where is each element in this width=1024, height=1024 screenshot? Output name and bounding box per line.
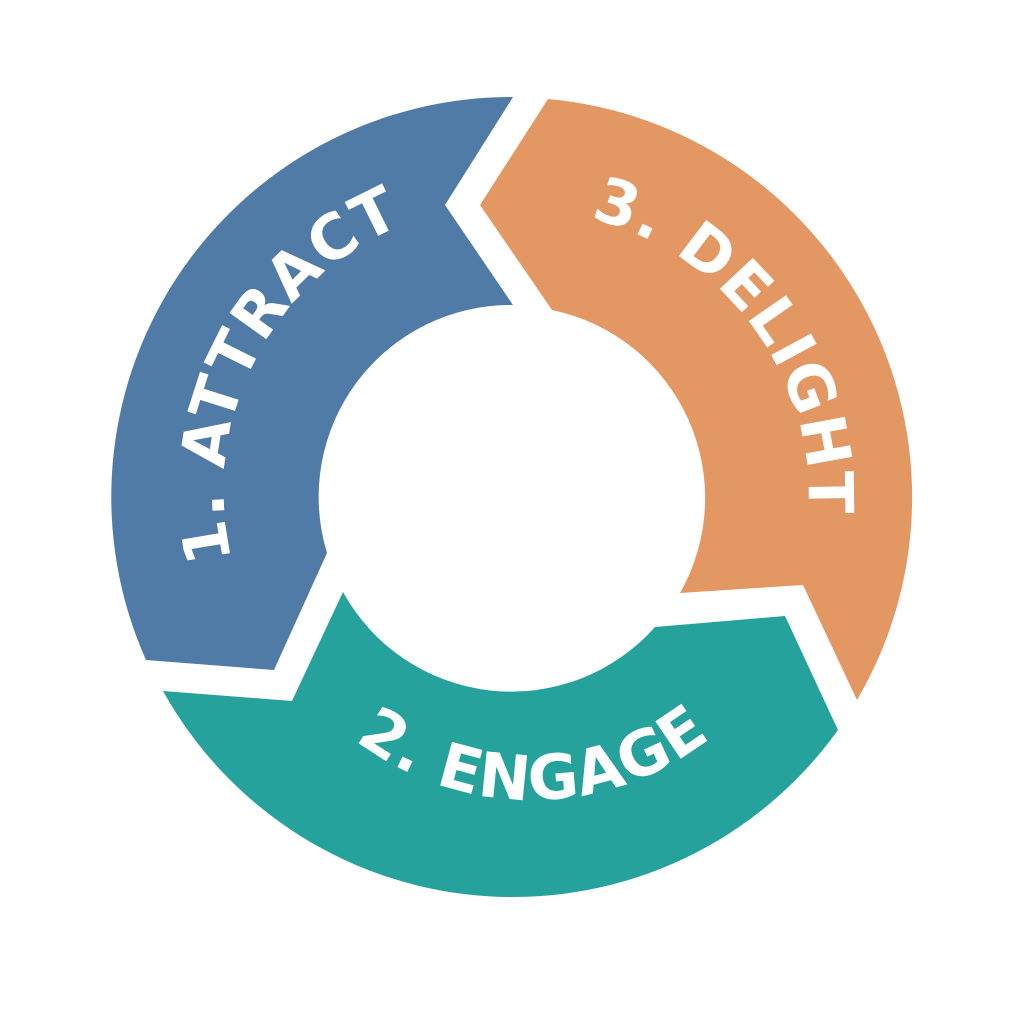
segment-delight [480, 99, 913, 700]
segment-attract [111, 96, 513, 671]
segment-engage [163, 592, 838, 898]
